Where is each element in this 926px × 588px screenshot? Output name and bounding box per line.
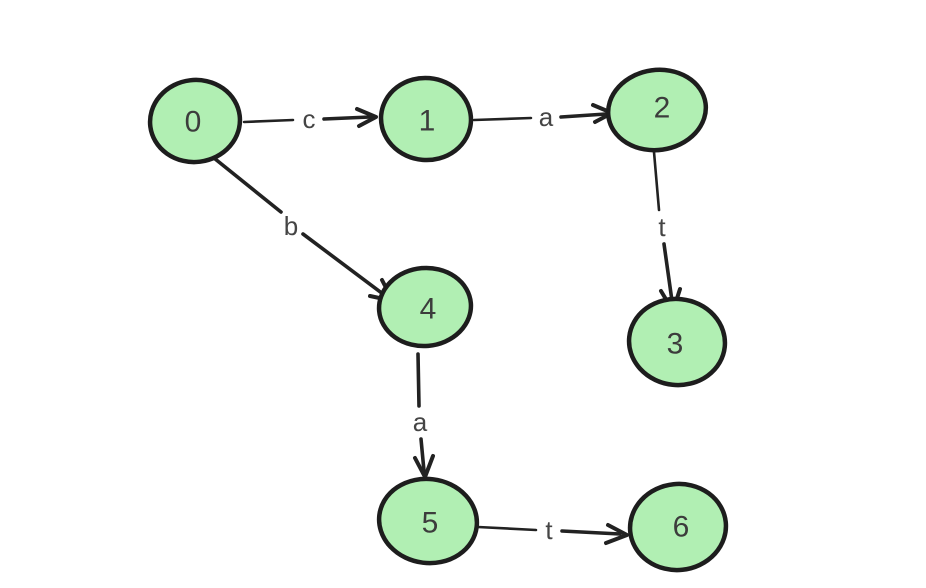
node-2: 2 [605, 67, 709, 153]
edge-1-2-shaft-b [559, 112, 608, 119]
edge-0-4-label: b [284, 211, 298, 241]
edge-5-6-label: t [545, 515, 553, 545]
edge-2-3-shaft-a [652, 150, 661, 212]
node-0-sketch-arc [148, 99, 161, 148]
node-6-label: 6 [673, 511, 690, 544]
node-4-sketch-arc [378, 286, 391, 333]
edge-5-6-shaft-a [476, 525, 538, 532]
node-3-label: 3 [667, 328, 684, 361]
edge-4-5-shaft-b [419, 437, 426, 473]
node-3-sketch-arc [627, 319, 641, 370]
edge-5-6: t [476, 515, 629, 545]
edge-0-1-shaft-b [322, 115, 372, 121]
edge-0-4-shaft-b [301, 232, 389, 299]
edge-4-5-label: a [413, 407, 428, 437]
edge-1-2-shaft-a [472, 116, 533, 122]
edge-4-5: a [413, 352, 435, 479]
node-2-label: 2 [654, 92, 671, 125]
edge-0-1-label: c [303, 104, 316, 134]
edge-1-2: a [472, 102, 614, 132]
edge-2-3: t [652, 150, 682, 313]
edge-0-1: c [242, 104, 378, 134]
node-2-sketch-arc [607, 89, 620, 137]
node-1-sketch-arc [380, 98, 392, 146]
edge-2-3-label: t [658, 212, 666, 242]
edge-1-2-label: a [539, 102, 554, 132]
node-5: 5 [376, 476, 480, 566]
edge-4-5-shaft-a [416, 352, 421, 408]
edge-0-4: b [202, 148, 395, 303]
edge-0-4-shaft-a [202, 148, 283, 214]
node-0-label: 0 [185, 106, 202, 139]
node-0: 0 [147, 77, 243, 165]
node-5-sketch-arc [378, 499, 391, 549]
edge-5-6-arrowhead-icon [604, 523, 629, 545]
node-6-sketch-arc [628, 505, 642, 556]
edge-5-6-shaft-b [560, 529, 622, 536]
node-4: 4 [376, 265, 474, 349]
edge-0-1-shaft-a [242, 118, 295, 124]
node-5-label: 5 [422, 507, 439, 540]
node-1: 1 [378, 75, 474, 163]
node-4-label: 4 [420, 293, 437, 326]
node-3: 3 [626, 296, 728, 388]
node-1-label: 1 [419, 105, 436, 138]
node-6: 6 [627, 481, 729, 573]
edge-0-1-arrowhead-icon [355, 107, 378, 128]
